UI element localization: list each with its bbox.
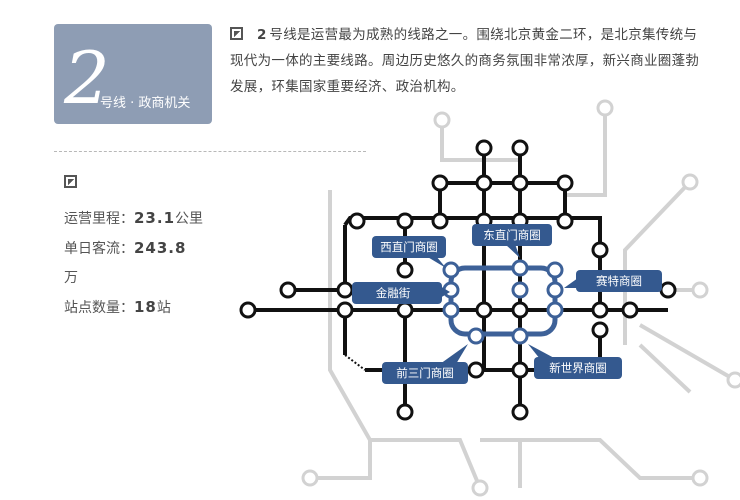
grey-station bbox=[433, 111, 451, 129]
bubble-jinrongjie: 金融街 bbox=[352, 282, 450, 304]
bubble-label: 金融街 bbox=[376, 286, 411, 300]
stat-flow-label: 单日客流： bbox=[64, 241, 134, 257]
loop-station bbox=[467, 327, 485, 345]
stats-block: 运营里程：23.1公里 单日客流：243.8 万 站点数量：18站 bbox=[64, 204, 264, 323]
grey-station bbox=[691, 469, 709, 487]
station bbox=[511, 301, 529, 319]
grey-station bbox=[596, 99, 614, 117]
loop-station bbox=[511, 327, 529, 345]
grey-line-i bbox=[480, 438, 700, 480]
station bbox=[431, 174, 449, 192]
station bbox=[591, 321, 609, 339]
stat-stations-unit: 站 bbox=[156, 300, 171, 316]
station bbox=[336, 301, 354, 319]
grey-line-b bbox=[565, 108, 607, 197]
line-north bbox=[343, 216, 602, 310]
station bbox=[336, 281, 354, 299]
grey-station bbox=[301, 469, 319, 487]
grey-line-f bbox=[638, 343, 692, 394]
station bbox=[621, 301, 639, 319]
station bbox=[279, 281, 297, 299]
grey-line-e bbox=[638, 323, 737, 382]
stat-stations-label: 站点数量： bbox=[64, 300, 134, 316]
grey-line-h bbox=[370, 438, 482, 489]
station bbox=[396, 301, 414, 319]
square-arrow-icon bbox=[64, 175, 77, 188]
station bbox=[475, 301, 493, 319]
stat-flow-value: 243.8 bbox=[134, 239, 187, 257]
loop-station bbox=[546, 301, 564, 319]
stat-stations-value: 18 bbox=[134, 298, 157, 316]
station bbox=[348, 212, 366, 230]
grey-stations bbox=[301, 99, 740, 497]
loop-station bbox=[546, 281, 564, 299]
bubble-label: 赛特商圈 bbox=[596, 274, 642, 288]
bubble-saite: 赛特商圈 bbox=[564, 270, 662, 292]
loop-stations bbox=[442, 259, 564, 345]
stat-stations: 站点数量：18站 bbox=[64, 293, 264, 323]
dashed-divider bbox=[54, 151, 366, 152]
station bbox=[431, 212, 449, 230]
station bbox=[591, 301, 609, 319]
loop-station bbox=[442, 301, 460, 319]
badge-subtitle: 号线 · 政商机关 bbox=[100, 96, 191, 111]
grey-line-g bbox=[310, 190, 372, 480]
station bbox=[475, 139, 493, 157]
loop-station bbox=[511, 281, 529, 299]
stat-mileage-label: 运营里程： bbox=[64, 211, 134, 227]
station bbox=[239, 301, 257, 319]
black-stations bbox=[239, 139, 677, 421]
intro-line-number: 2 bbox=[257, 27, 268, 43]
line-2-loop bbox=[448, 265, 558, 337]
line-2-badge: 2 号线 · 政商机关 bbox=[54, 24, 212, 124]
stat-mileage-value: 23.1 bbox=[134, 209, 176, 227]
station bbox=[396, 403, 414, 421]
station bbox=[556, 212, 574, 230]
station bbox=[511, 403, 529, 421]
station bbox=[591, 241, 609, 259]
bubble-label: 西直门商圈 bbox=[380, 240, 438, 254]
station bbox=[396, 212, 414, 230]
intro-text: 号线是运营最为成熟的线路之一。围绕北京黄金二环，是北京集传统与现代为一体的主要线… bbox=[230, 27, 700, 95]
square-arrow-icon bbox=[230, 27, 243, 40]
stat-mileage-unit: 公里 bbox=[175, 211, 204, 227]
station bbox=[511, 139, 529, 157]
stat-mileage: 运营里程：23.1公里 bbox=[64, 204, 264, 234]
station bbox=[396, 261, 414, 279]
stats-bullet bbox=[64, 172, 91, 191]
stat-flow-unit-row: 万 bbox=[64, 264, 264, 293]
bubble-xinshijie: 新世界商圈 bbox=[528, 344, 622, 379]
loop-station bbox=[442, 261, 460, 279]
line-1 bbox=[288, 225, 347, 292]
grey-station bbox=[691, 281, 709, 299]
grey-line-c bbox=[623, 180, 692, 345]
station bbox=[556, 174, 574, 192]
dotted-link bbox=[344, 354, 366, 371]
grey-station bbox=[681, 173, 699, 191]
line-top-box bbox=[438, 181, 567, 218]
loop-station bbox=[511, 259, 529, 277]
station bbox=[467, 361, 485, 379]
stat-flow: 单日客流：243.8 bbox=[64, 234, 264, 264]
grey-station bbox=[471, 479, 489, 497]
loop-station bbox=[546, 261, 564, 279]
grey-station bbox=[726, 371, 740, 389]
station bbox=[511, 361, 529, 379]
bubble-label: 前三门商圈 bbox=[396, 366, 454, 380]
station bbox=[475, 174, 493, 192]
stat-flow-unit: 万 bbox=[64, 270, 78, 286]
bubble-qiansanmen: 前三门商圈 bbox=[382, 344, 468, 384]
district-bubbles: 西直门商圈 东直门商圈 金融街 赛特商圈 前三门商圈 新世界商圈 bbox=[352, 224, 662, 384]
grey-line-a bbox=[440, 120, 522, 228]
bubble-label: 新世界商圈 bbox=[549, 361, 607, 375]
bubble-label: 东直门商圈 bbox=[483, 228, 541, 242]
bubble-dongzhimen: 东直门商圈 bbox=[472, 224, 552, 258]
station bbox=[511, 174, 529, 192]
station bbox=[659, 281, 677, 299]
bubble-xizhimen: 西直门商圈 bbox=[372, 236, 446, 268]
badge-number: 2 bbox=[64, 36, 110, 120]
